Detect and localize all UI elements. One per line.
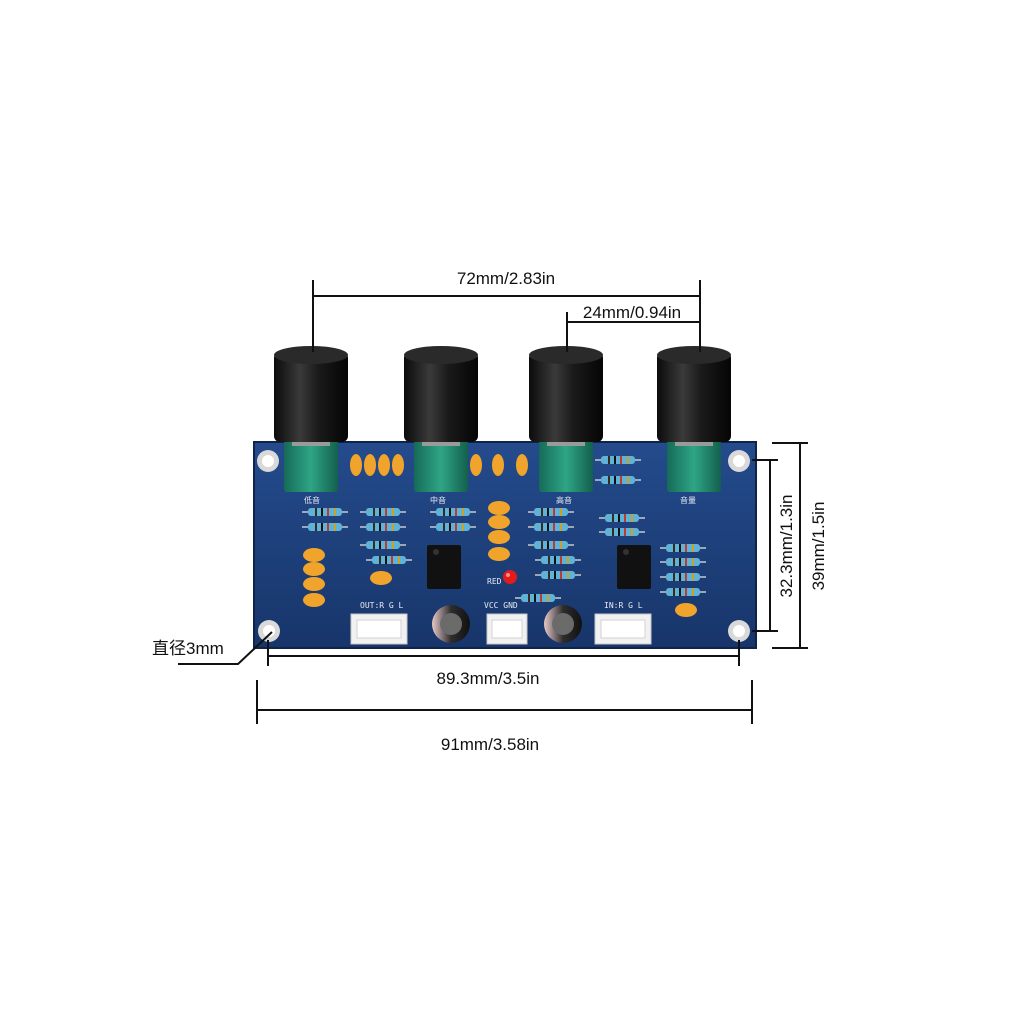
audio-input-connector[interactable] [594,613,652,645]
hole-span-label: 89.3mm/3.5in [437,669,540,688]
ceramic-capacitor [492,454,504,476]
resistor [660,544,706,552]
resistor [360,508,406,516]
resistor [535,571,581,579]
board-height-label: 39mm/1.5in [809,502,828,591]
resistor [430,508,476,516]
knob-4[interactable] [657,346,731,492]
knob-3[interactable] [529,346,603,492]
dimension-board-height: 39mm/1.5in [772,442,828,649]
resistor [535,556,581,564]
resistor [360,523,406,531]
ceramic-capacitor [675,603,697,617]
knob-label-3: 高音 [556,495,572,505]
ceramic-capacitor [303,593,325,607]
ceramic-capacitor [303,577,325,591]
resistor [302,523,348,531]
ceramic-capacitor [488,530,510,544]
knob-2[interactable] [404,346,478,492]
ceramic-capacitor [303,548,325,562]
dimension-hole-height: 32.3mm/1.3in [752,459,796,632]
resistor [528,541,574,549]
resistor [302,508,348,516]
resistor [660,558,706,566]
ceramic-capacitor [488,515,510,529]
mounting-hole-top-left [257,450,279,472]
ceramic-capacitor [392,454,404,476]
ceramic-capacitor [488,547,510,561]
resistor [515,594,561,602]
knob-pitch-label: 24mm/0.94in [583,303,681,322]
electrolytic-capacitor-right [544,605,582,643]
resistor [595,456,641,464]
ceramic-capacitor [303,562,325,576]
mounting-hole-bottom-left [258,620,280,642]
knob-span-label: 72mm/2.83in [457,269,555,288]
input-pin-label: IN:R G L [604,601,643,610]
led-label: RED [487,577,502,586]
ceramic-capacitor [488,501,510,515]
knob-label-1: 低音 [304,495,320,505]
ceramic-capacitor [350,454,362,476]
output-pin-label: OUT:R G L [360,601,404,610]
knob-label-2: 中音 [430,495,446,505]
ceramic-capacitor [364,454,376,476]
resistor [528,508,574,516]
resistor [660,573,706,581]
resistor [430,523,476,531]
dimension-knob-pitch: 24mm/0.94in [566,303,700,352]
resistor [528,523,574,531]
knob-label-4: 音量 [680,495,696,505]
dimension-knob-span: 72mm/2.83in [312,269,701,352]
ceramic-capacitor [370,571,392,585]
hole-diameter-label: 直径3mm [152,639,224,658]
ceramic-capacitors [303,454,697,617]
ceramic-capacitor [470,454,482,476]
mounting-hole-top-right [728,450,750,472]
dimension-hole-span: 89.3mm/3.5in [267,640,740,688]
op-amp-chip-right [617,545,651,589]
resistor [599,528,645,536]
resistor [599,514,645,522]
dimension-board-width: 91mm/3.58in [256,680,753,754]
resistor [660,588,706,596]
hole-height-label: 32.3mm/1.3in [777,495,796,598]
op-amp-chip-left [427,545,461,589]
power-led [503,570,517,584]
board-width-label: 91mm/3.58in [441,735,539,754]
resistor [360,541,406,549]
mounting-hole-bottom-right [728,620,750,642]
knob-1[interactable] [274,346,348,492]
resistors [302,456,706,602]
power-connector[interactable] [486,613,528,645]
audio-output-connector[interactable] [350,613,408,645]
power-pin-label: VCC GND [484,601,518,610]
ceramic-capacitor [378,454,390,476]
ceramic-capacitor [516,454,528,476]
electrolytic-capacitor-left [432,605,470,643]
dimension-hole-diameter: 直径3mm [152,631,273,665]
resistor [366,556,412,564]
resistor [595,476,641,484]
